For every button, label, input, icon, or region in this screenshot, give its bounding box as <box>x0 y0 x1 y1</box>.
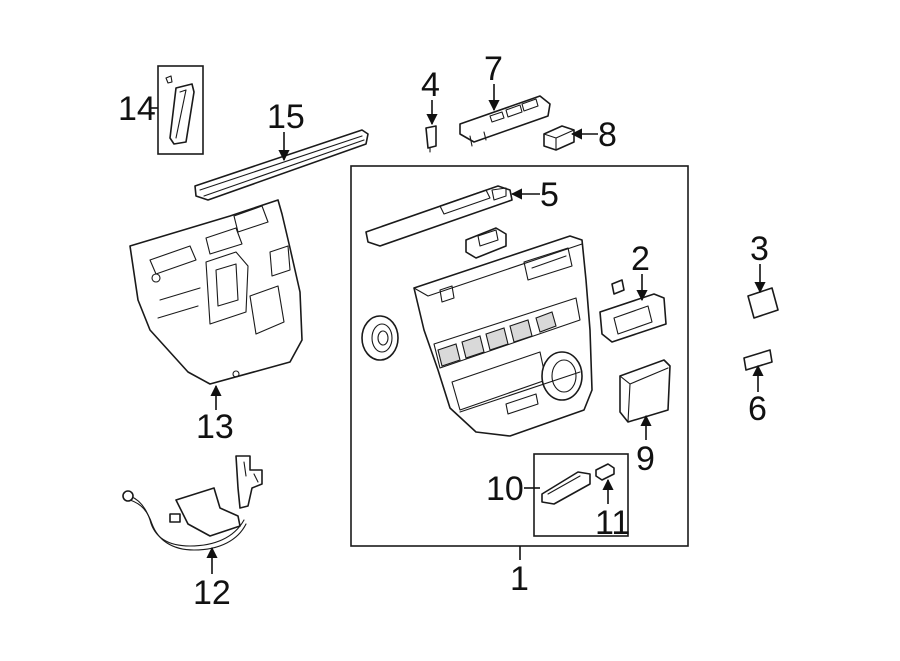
part-15-weatherstrip[interactable] <box>194 129 369 201</box>
sub-assembly-box <box>533 453 629 537</box>
part-3-plate[interactable] <box>747 287 779 319</box>
callout-11: 11 <box>595 504 630 542</box>
callout-10: 10 <box>486 470 524 508</box>
callout-8: 8 <box>598 116 617 154</box>
callout-14: 14 <box>118 90 156 128</box>
part-9-storage-pocket[interactable] <box>619 359 671 423</box>
callout-6: 6 <box>748 390 767 428</box>
callout-2: 2 <box>631 240 650 278</box>
callout-7: 7 <box>484 50 503 88</box>
part-8-switch[interactable] <box>543 125 575 151</box>
callout-5: 5 <box>540 176 559 214</box>
callout-15: 15 <box>267 98 305 136</box>
callout-12: 12 <box>193 574 231 612</box>
callout-1: 1 <box>510 560 529 598</box>
part-10-pull-handle[interactable] <box>541 471 591 505</box>
callout-13: 13 <box>196 408 234 446</box>
callout-4: 4 <box>421 66 440 104</box>
callout-9: 9 <box>636 440 655 478</box>
callout-3: 3 <box>750 230 769 268</box>
part-5-window-trim[interactable] <box>365 185 513 247</box>
part-2-handle-bezel[interactable] <box>599 279 667 343</box>
part-12-wiring-harness[interactable] <box>122 455 263 551</box>
speaker-grille[interactable] <box>361 315 399 361</box>
part-11-clip[interactable] <box>595 463 615 481</box>
part-6-label[interactable] <box>743 349 773 371</box>
part-14-trim-molding[interactable] <box>157 65 204 155</box>
part-7-switch-bezel[interactable] <box>459 95 551 147</box>
part-4-clip[interactable] <box>425 125 437 153</box>
part-13-door-inner-panel[interactable] <box>129 199 303 385</box>
bracket[interactable] <box>465 227 507 259</box>
door-trim-panel[interactable] <box>413 235 593 437</box>
